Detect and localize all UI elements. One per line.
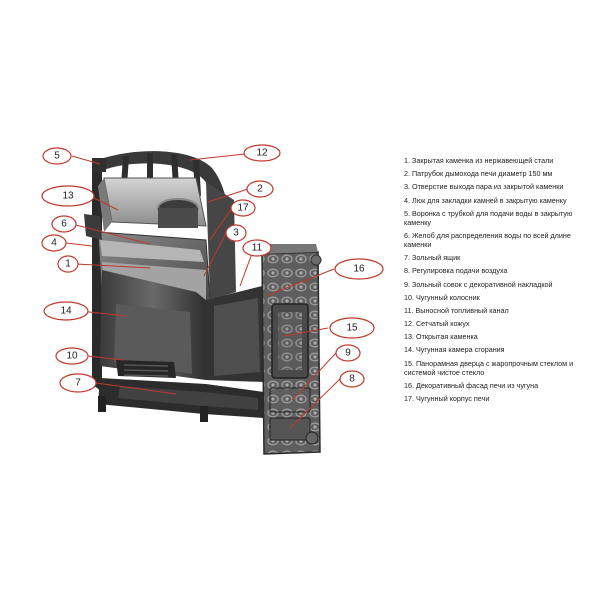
callout-9 xyxy=(335,344,361,362)
callout-5 xyxy=(42,147,72,165)
callout-1 xyxy=(57,255,79,273)
callout-3 xyxy=(225,224,247,242)
legend-item: 14. Чугунная камера сгорания xyxy=(404,345,505,355)
callout-17 xyxy=(230,199,256,217)
legend-item: 3. Отверстие выхода пара из закрытой кам… xyxy=(404,182,564,192)
callout-16-label: 16 xyxy=(353,264,365,275)
legend-item: 5. Воронка с трубкой для подачи воды в з… xyxy=(404,208,573,227)
legend-item: 13. Открытая каменка xyxy=(404,332,478,342)
callout-16 xyxy=(334,258,384,280)
callout-6-label: 6 xyxy=(61,219,67,230)
water-funnel xyxy=(92,158,106,172)
legend-item: 17. Чугунный корпус печи xyxy=(404,394,490,403)
callout-15 xyxy=(329,317,375,339)
callout-12-label: 12 xyxy=(256,148,268,159)
legend-item: 9. Зольный совок с декоративной накладко… xyxy=(404,279,553,289)
air-regulator xyxy=(269,417,311,441)
callout-8 xyxy=(339,370,365,388)
callout-4-label: 4 xyxy=(51,238,57,249)
legend-item: 12. Сетчатый кожух xyxy=(404,319,470,329)
callout-2-label: 2 xyxy=(257,184,263,195)
callout-12 xyxy=(243,144,281,162)
callout-14 xyxy=(43,301,89,321)
callout-8-label: 8 xyxy=(349,374,355,385)
legend-item: 10. Чугунный колосник xyxy=(404,292,480,302)
callout-5-label: 5 xyxy=(54,151,60,162)
callout-17-label: 17 xyxy=(237,203,249,214)
callout-1-label: 1 xyxy=(65,259,71,270)
legend-item: 2. Патрубок дымохода печи диаметр 150 мм xyxy=(404,169,553,179)
callout-9-label: 9 xyxy=(345,348,351,359)
callout-14-label: 14 xyxy=(60,306,72,317)
cast-iron-grate xyxy=(116,360,176,378)
callout-11-label: 11 xyxy=(252,243,263,254)
callout-10-label: 10 xyxy=(66,351,78,362)
callout-4 xyxy=(41,234,67,252)
legend-item: 4. Люк для закладки камней в закрытую ка… xyxy=(404,195,567,205)
stove-body xyxy=(84,151,322,455)
stone-hatch xyxy=(84,214,102,240)
callout-6 xyxy=(51,215,77,233)
callout-leaders xyxy=(65,152,341,429)
callout-7-label: 7 xyxy=(75,378,81,389)
callout-13-label: 13 xyxy=(62,191,74,202)
stove-leg xyxy=(98,396,106,412)
callout-11 xyxy=(242,239,272,257)
callout-numbers: 5 12 13 2 17 6 3 4 11 1 16 14 15 9 10 8 … xyxy=(51,148,365,389)
legend-item: 1. Закрытая каменка из нержавеющей стали xyxy=(404,156,554,165)
callout-3-label: 3 xyxy=(233,228,239,239)
stove-leg xyxy=(200,406,208,422)
legend-item: 16. Декоративный фасад печи из чугуна xyxy=(404,380,539,390)
legend-item: 11. Выносной топливный канал xyxy=(404,305,509,315)
legend-item: 15. Панорамная дверца с жаропрочным стек… xyxy=(404,358,574,377)
legend-item: 8. Регулировка подачи воздуха xyxy=(404,266,508,276)
parts-legend: 1. Закрытая каменка из нержавеющей стали… xyxy=(404,156,596,407)
callout-ovals xyxy=(41,144,384,393)
mesh-cover xyxy=(98,151,230,262)
callout-7 xyxy=(59,373,97,393)
callout-10 xyxy=(55,347,89,365)
callout-2 xyxy=(246,180,274,198)
callout-15-label: 15 xyxy=(346,323,358,334)
ash-pan-front xyxy=(269,387,311,413)
stove-right-wall xyxy=(206,182,236,300)
legend-item: 7. Зольный ящик xyxy=(404,253,461,263)
callout-13 xyxy=(41,185,95,207)
legend-item: 6. Желоб для распределения воды по всей … xyxy=(404,230,571,249)
